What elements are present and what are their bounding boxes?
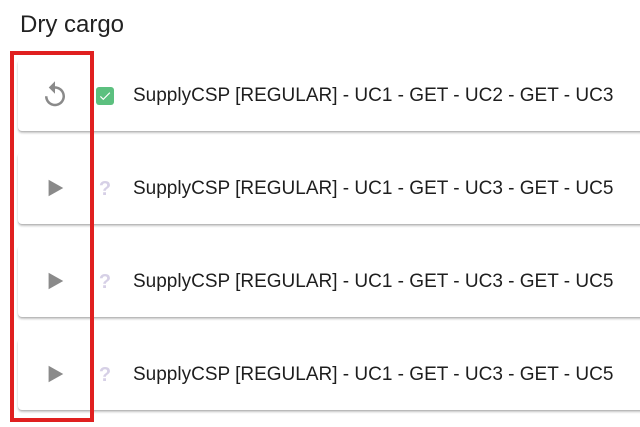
play-icon	[48, 272, 64, 290]
status-indicator: ?	[94, 271, 116, 293]
replay-icon	[45, 81, 65, 107]
play-icon	[48, 179, 64, 197]
test-label: SupplyCSP [REGULAR] - UC1 - GET - UC2 - …	[133, 85, 614, 106]
list-item: ? SupplyCSP [REGULAR] - UC1 - GET - UC3 …	[18, 152, 640, 224]
question-icon: ?	[98, 271, 112, 293]
list-item: SupplyCSP [REGULAR] - UC1 - GET - UC2 - …	[18, 59, 640, 131]
question-icon: ?	[98, 364, 112, 386]
list-item: ? SupplyCSP [REGULAR] - UC1 - GET - UC3 …	[18, 245, 640, 317]
play-button[interactable]	[18, 338, 92, 410]
section-title: Dry cargo	[20, 11, 125, 38]
status-indicator: ?	[94, 178, 116, 200]
play-button[interactable]	[18, 152, 92, 224]
replay-button[interactable]	[18, 59, 92, 131]
status-indicator	[94, 85, 116, 107]
test-label: SupplyCSP [REGULAR] - UC1 - GET - UC3 - …	[133, 178, 614, 199]
play-button[interactable]	[18, 245, 92, 317]
question-icon: ?	[98, 178, 112, 200]
check-icon	[96, 87, 114, 105]
status-indicator: ?	[94, 364, 116, 386]
test-list: SupplyCSP [REGULAR] - UC1 - GET - UC2 - …	[18, 59, 640, 427]
test-label: SupplyCSP [REGULAR] - UC1 - GET - UC3 - …	[133, 364, 614, 385]
test-label: SupplyCSP [REGULAR] - UC1 - GET - UC3 - …	[133, 271, 614, 292]
list-item: ? SupplyCSP [REGULAR] - UC1 - GET - UC3 …	[18, 338, 640, 410]
play-icon	[48, 365, 64, 383]
